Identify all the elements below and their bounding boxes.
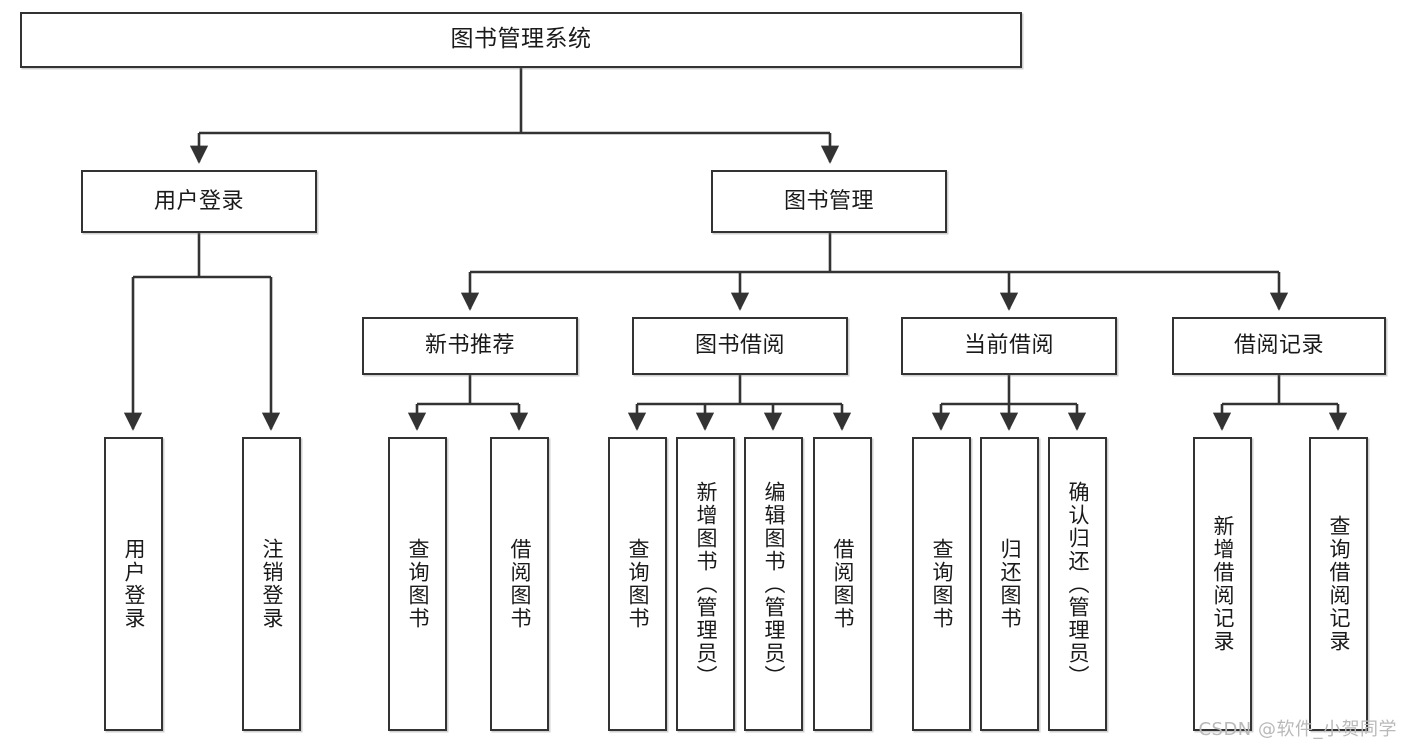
node-label: 查询借阅记录 — [1327, 515, 1352, 653]
node-current-borrow[interactable]: 当前借阅 — [901, 317, 1117, 375]
node-label: 查询图书 — [626, 538, 651, 630]
node-leaf-query-borrow-record[interactable]: 查询借阅记录 — [1309, 437, 1368, 731]
node-label: 查询图书 — [930, 538, 955, 630]
node-leaf-query-book-rec[interactable]: 查询图书 — [388, 437, 447, 731]
node-leaf-user-login[interactable]: 用户登录 — [104, 437, 163, 731]
node-label: 编辑图书（管理员） — [762, 480, 787, 688]
node-leaf-confirm-return-admin[interactable]: 确认归还（管理员） — [1048, 437, 1107, 731]
node-book-borrow[interactable]: 图书借阅 — [632, 317, 848, 375]
node-label: 图书借阅 — [694, 333, 785, 359]
node-leaf-add-book-admin[interactable]: 新增图书（管理员） — [676, 437, 735, 731]
node-label: 用户登录 — [153, 188, 244, 214]
node-leaf-query-book-current[interactable]: 查询图书 — [912, 437, 971, 731]
node-label: 借阅图书 — [508, 538, 533, 630]
node-label: 新增借阅记录 — [1211, 515, 1236, 653]
node-label: 当前借阅 — [963, 333, 1054, 359]
node-borrow-record[interactable]: 借阅记录 — [1172, 317, 1386, 375]
node-label: 新书推荐 — [424, 333, 515, 359]
node-label: 归还图书 — [998, 538, 1023, 630]
node-leaf-edit-book-admin[interactable]: 编辑图书（管理员） — [744, 437, 803, 731]
node-leaf-borrow-book[interactable]: 借阅图书 — [813, 437, 872, 731]
node-root-book-management-system[interactable]: 图书管理系统 — [20, 12, 1022, 68]
node-label: 图书管理 — [783, 188, 874, 214]
node-label: 借阅记录 — [1233, 333, 1324, 359]
node-label: 查询图书 — [406, 538, 431, 630]
node-leaf-logout[interactable]: 注销登录 — [242, 437, 301, 731]
node-label: 图书管理系统 — [450, 26, 592, 53]
node-label: 确认归还（管理员） — [1066, 480, 1091, 688]
node-label: 用户登录 — [122, 538, 147, 630]
node-label: 新增图书（管理员） — [694, 480, 719, 688]
node-leaf-return-book[interactable]: 归还图书 — [980, 437, 1039, 731]
csdn-watermark: CSDN @软件_小贺同学 — [1198, 719, 1397, 740]
node-user-login[interactable]: 用户登录 — [81, 170, 317, 233]
node-new-book-recommendation[interactable]: 新书推荐 — [362, 317, 578, 375]
node-leaf-borrow-book-rec[interactable]: 借阅图书 — [490, 437, 549, 731]
node-book-management[interactable]: 图书管理 — [711, 170, 947, 233]
node-leaf-add-borrow-record[interactable]: 新增借阅记录 — [1193, 437, 1252, 731]
node-label: 借阅图书 — [831, 538, 856, 630]
node-label: 注销登录 — [260, 538, 285, 630]
node-leaf-query-book-borrow[interactable]: 查询图书 — [608, 437, 667, 731]
